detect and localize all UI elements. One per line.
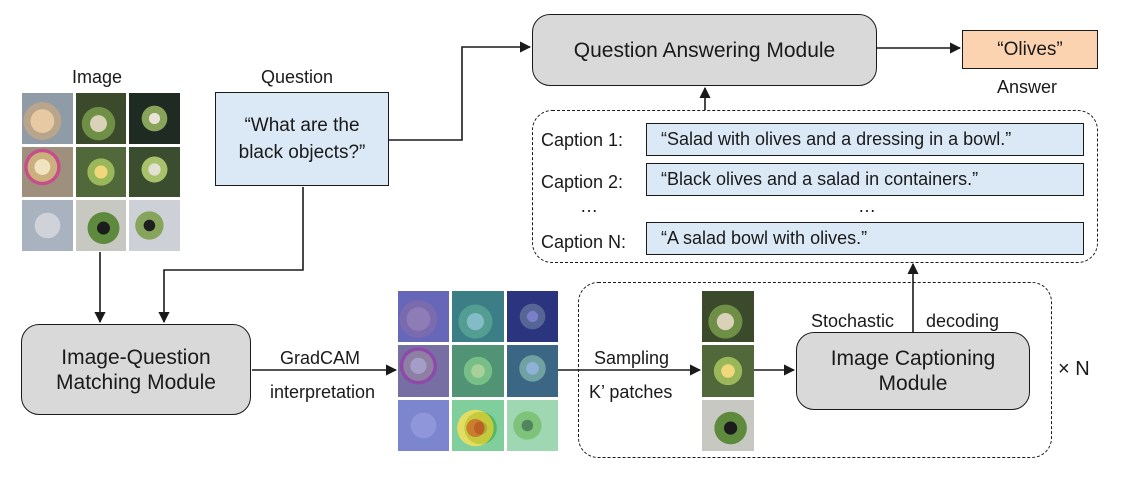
question-label: Question [261, 67, 334, 87]
caption-ellipsis-left: … [580, 196, 598, 216]
caption-2-text: “Black olives and a salad in containers.… [661, 169, 979, 189]
sampled-patch [702, 399, 754, 451]
caption-1-box: “Salad with olives and a dressing in a b… [646, 123, 1084, 156]
image-label: Image [72, 67, 123, 87]
caption-n-text: “A salad bowl with olives.” [661, 228, 868, 248]
sampled-patches [702, 291, 754, 451]
arrow-question-to-qa [389, 41, 532, 141]
input-image-patch [75, 146, 127, 198]
interpretation-label: interpretation [270, 382, 376, 402]
heatmap-image-patch [452, 399, 504, 451]
sampled-patch [702, 345, 754, 397]
heatmap-image-patch [452, 291, 504, 343]
caption-ellipsis-right: … [858, 196, 876, 216]
answer-label: Answer [997, 77, 1058, 97]
caption-n-label: Caption N: [541, 232, 627, 252]
qa-module-label: Question Answering Module [573, 38, 836, 62]
heatmap-image-patch [398, 345, 450, 397]
heatmap-image-patch [398, 399, 450, 451]
input-image [22, 93, 180, 251]
question-text: “What are the black objects?” [238, 115, 366, 163]
input-image-patch [129, 200, 180, 251]
caption-n-box: “A salad bowl with olives.” [646, 222, 1084, 255]
stochastic-label: Stochastic [811, 311, 895, 331]
input-image-patch [22, 146, 73, 198]
arrow-question-to-matching [158, 187, 304, 324]
input-image-patch [75, 93, 127, 144]
answer-box: “Olives” [962, 30, 1098, 69]
input-image-patch [129, 146, 180, 198]
question-box: “What are the black objects?” [215, 92, 389, 186]
sampling-label: Sampling [594, 348, 670, 368]
image-captioning-module: Image Captioning Module [796, 332, 1030, 410]
gradcam-heatmap [398, 291, 558, 451]
matching-module-label: Image-Question Matching Module [56, 345, 216, 394]
input-image-patch [22, 200, 73, 251]
heatmap-image-patch [398, 291, 450, 343]
caption-1-text: “Salad with olives and a dressing in a b… [661, 129, 1012, 149]
question-answering-module: Question Answering Module [532, 14, 877, 86]
input-image-patch [75, 200, 127, 251]
heatmap-image-patch [506, 291, 558, 343]
answer-text: “Olives” [997, 38, 1063, 60]
image-question-matching-module: Image-Question Matching Module [21, 324, 251, 415]
caption-2-box: “Black olives and a salad in containers.… [646, 163, 1084, 196]
sampled-patch [702, 291, 754, 343]
captions-group [532, 110, 1098, 263]
gradcam-label: GradCAM [280, 348, 361, 368]
repeat-n-label: × N [1058, 358, 1090, 380]
caption-1-label: Caption 1: [541, 130, 624, 150]
heatmap-image-patch [452, 345, 504, 397]
decoding-label: decoding [926, 311, 1000, 331]
heatmap-image-patch [506, 399, 558, 451]
heatmap-image-patch [506, 345, 558, 397]
k-patches-label: K’ patches [589, 382, 673, 402]
input-image-patch [22, 93, 73, 144]
caption-2-label: Caption 2: [541, 172, 624, 192]
captioning-module-label: Image Captioning Module [830, 347, 996, 395]
input-image-patch [129, 93, 180, 144]
